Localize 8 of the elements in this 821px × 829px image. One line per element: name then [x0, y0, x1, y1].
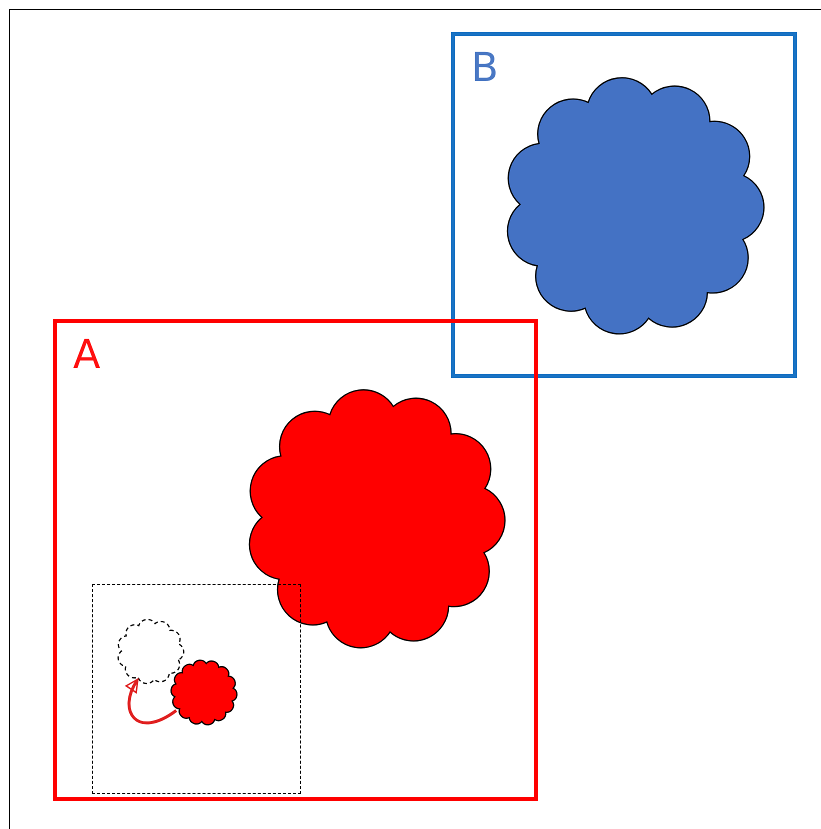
cloud-shape	[168, 657, 240, 728]
cloud-shape	[115, 617, 186, 686]
frame-box	[451, 32, 797, 378]
box-label: A	[73, 335, 100, 375]
box-label: B	[471, 48, 498, 88]
dashed-frame	[92, 584, 301, 794]
curved-arrow	[126, 678, 178, 724]
frame-box	[53, 319, 538, 801]
